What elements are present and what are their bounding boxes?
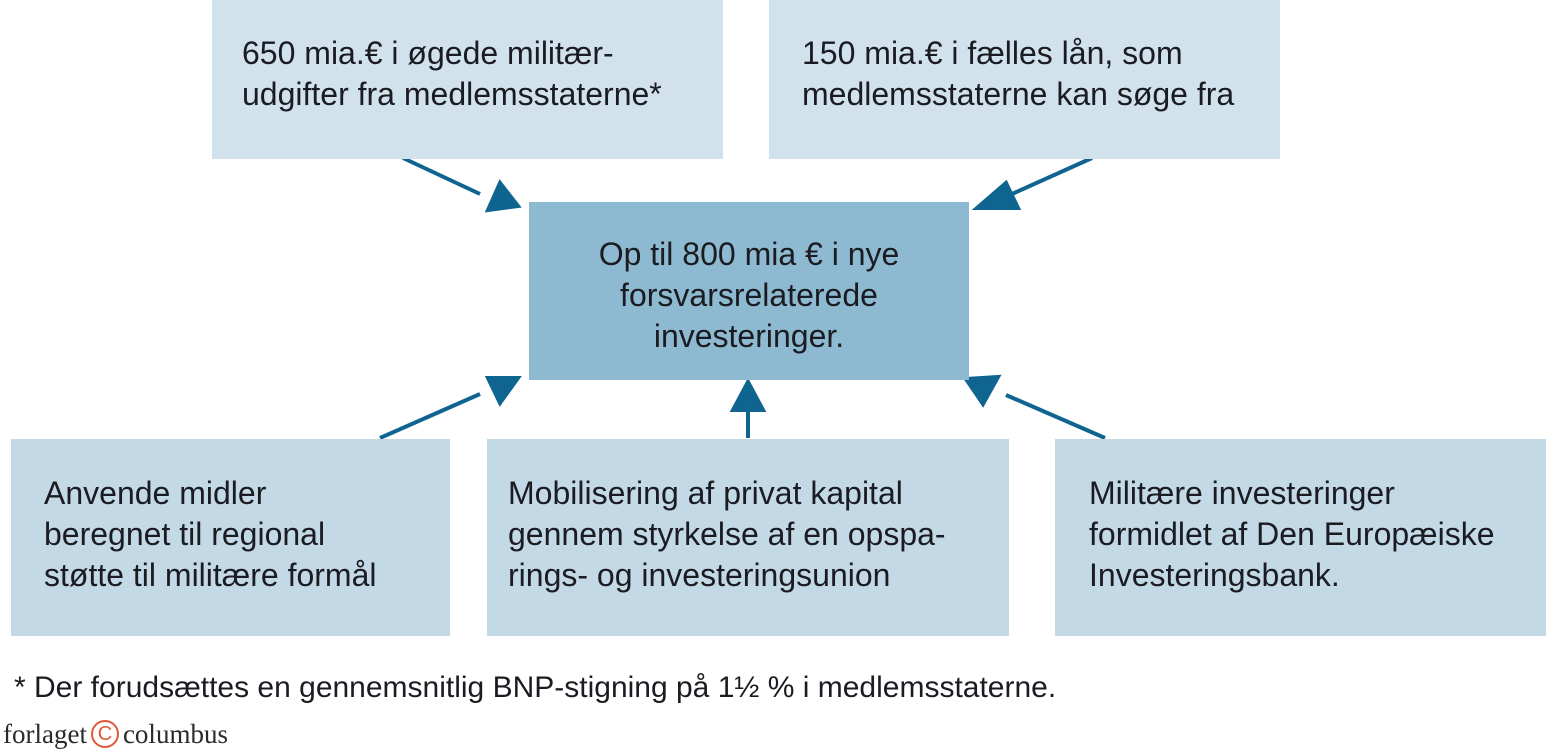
arrow-bottom-right-to-center: [1005, 393, 1106, 440]
box-line: udgifter fra medlemsstaterne*: [242, 76, 662, 112]
box-line: beregnet til regional: [44, 516, 326, 552]
arrow-top-right-to-center: [1011, 156, 1093, 196]
box-eib-investments: Militære investeringer formidlet af Den …: [1055, 439, 1546, 636]
box-line: Militære investeringer: [1089, 475, 1395, 511]
box-joint-loans: 150 mia.€ i fælles lån, som medlemsstate…: [769, 0, 1280, 159]
box-line: Op til 800 mia € i nye: [598, 236, 900, 272]
logo-text-left: forlaget: [3, 719, 87, 749]
box-line: formidlet af Den Europæiske: [1089, 516, 1495, 552]
copyright-circle-icon: C: [90, 720, 119, 748]
box-member-state-spending: 650 mia.€ i øgede militær- udgifter fra …: [212, 0, 723, 159]
box-line: Mobilisering af privat kapital: [508, 475, 903, 511]
box-regional-funds: Anvende midler beregnet til regional stø…: [11, 439, 450, 636]
arrow-head-icon: [962, 374, 1002, 408]
publisher-logo: forlaget C columbus: [3, 717, 228, 751]
arrow-head-icon: [729, 377, 767, 412]
box-private-capital: Mobilisering af privat kapital gennem st…: [487, 439, 1009, 636]
box-line: 150 mia.€ i fælles lån, som: [802, 35, 1183, 71]
box-line: rings- og investeringsunion: [508, 557, 891, 593]
box-line: investeringer.: [653, 318, 845, 354]
box-line: 650 mia.€ i øgede militær-: [242, 35, 614, 71]
arrow-head-icon: [484, 376, 522, 407]
arrow-top-left-to-center: [402, 156, 481, 196]
arrow-head-icon: [971, 179, 1022, 210]
box-line: Investeringsbank.: [1089, 557, 1340, 593]
arrow-head-icon: [484, 179, 522, 213]
arrow-bottom-left-to-center: [379, 392, 481, 440]
box-line: forsvarsrelaterede: [620, 277, 878, 313]
logo-text-right: columbus: [122, 719, 228, 749]
box-line: Anvende midler: [44, 475, 267, 511]
box-line: gennem styrkelse af en opspa-: [508, 516, 946, 552]
box-line: medlemsstaterne kan søge fra: [802, 76, 1235, 112]
box-total-investment: Op til 800 mia € i nye forsvarsrelatered…: [529, 202, 969, 380]
box-line: støtte til militære formål: [44, 557, 377, 593]
footnote: * Der forudsættes en gennemsnitlig BNP-s…: [14, 671, 1057, 704]
